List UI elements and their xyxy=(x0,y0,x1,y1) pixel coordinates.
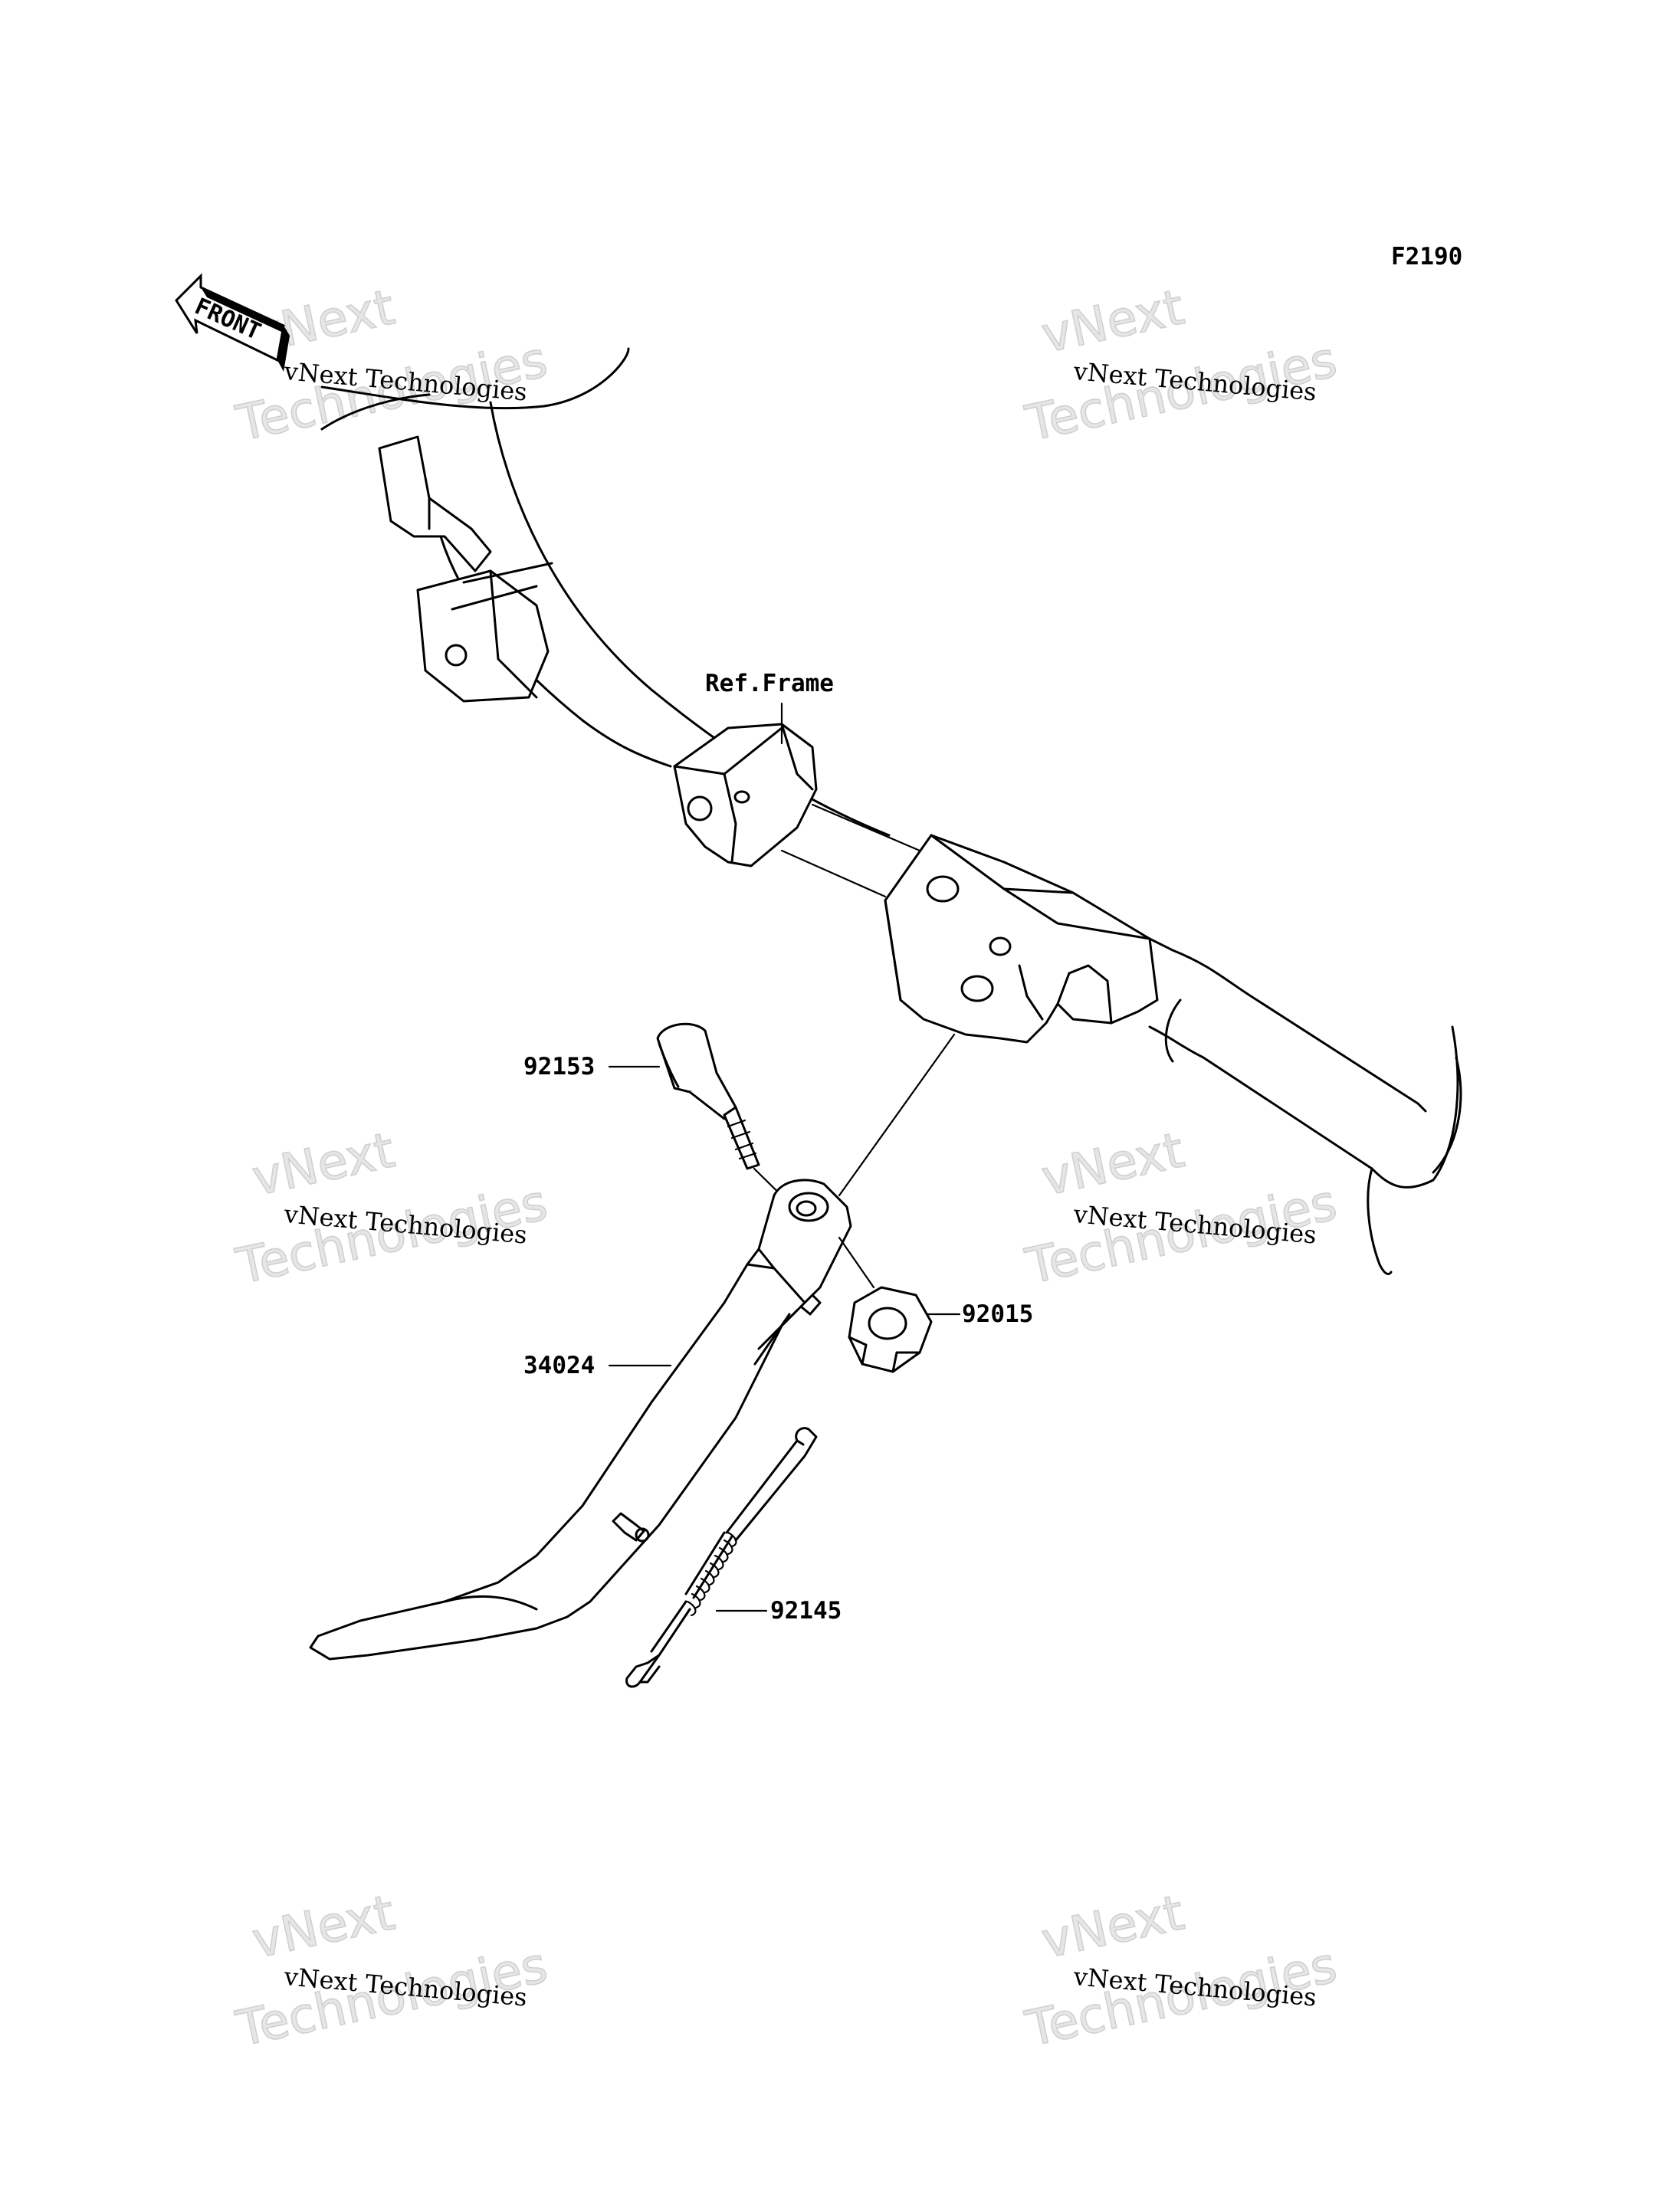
callout-92145: 92145 xyxy=(770,1597,842,1625)
nut-leader xyxy=(838,1236,875,1289)
frame-drawing xyxy=(320,347,1462,1275)
figure-id: F2190 xyxy=(1391,243,1462,271)
watermark-big-mid-left: vNext xyxy=(248,1122,399,1207)
watermark-top-left: vNext Technologies vNext Technologies xyxy=(231,279,553,454)
bolt-92153 xyxy=(656,1022,760,1170)
nut-92015 xyxy=(848,1286,933,1373)
watermark-mid-left: vNext Technologies vNext Technologies xyxy=(231,1122,553,1297)
watermark-big-bottom-right: vNext xyxy=(1037,1884,1189,1969)
ref-frame-label: Ref.Frame xyxy=(705,670,834,697)
watermark-top-right: vNext Technologies vNext Technologies xyxy=(1020,279,1342,454)
spring-92145 xyxy=(625,1427,818,1688)
callout-34024: 34024 xyxy=(523,1352,595,1379)
front-arrow-icon: FRONT xyxy=(175,273,290,372)
callout-92015: 92015 xyxy=(962,1300,1033,1328)
watermark-big-mid-right: vNext xyxy=(1037,1122,1189,1207)
watermark-mid-right: vNext Technologies vNext Technologies xyxy=(1020,1122,1342,1297)
watermark-big-bottom-left: vNext xyxy=(248,1884,399,1969)
watermark-bottom-right: vNext Technologies vNext Technologies xyxy=(1020,1884,1342,2059)
callout-92153: 92153 xyxy=(523,1053,595,1080)
watermark-bottom-left: vNext Technologies vNext Technologies xyxy=(231,1884,553,2059)
pivot-leader xyxy=(838,1033,956,1197)
watermark-big-top-right: vNext xyxy=(1037,279,1189,364)
side-stand-34024 xyxy=(309,1179,852,1661)
